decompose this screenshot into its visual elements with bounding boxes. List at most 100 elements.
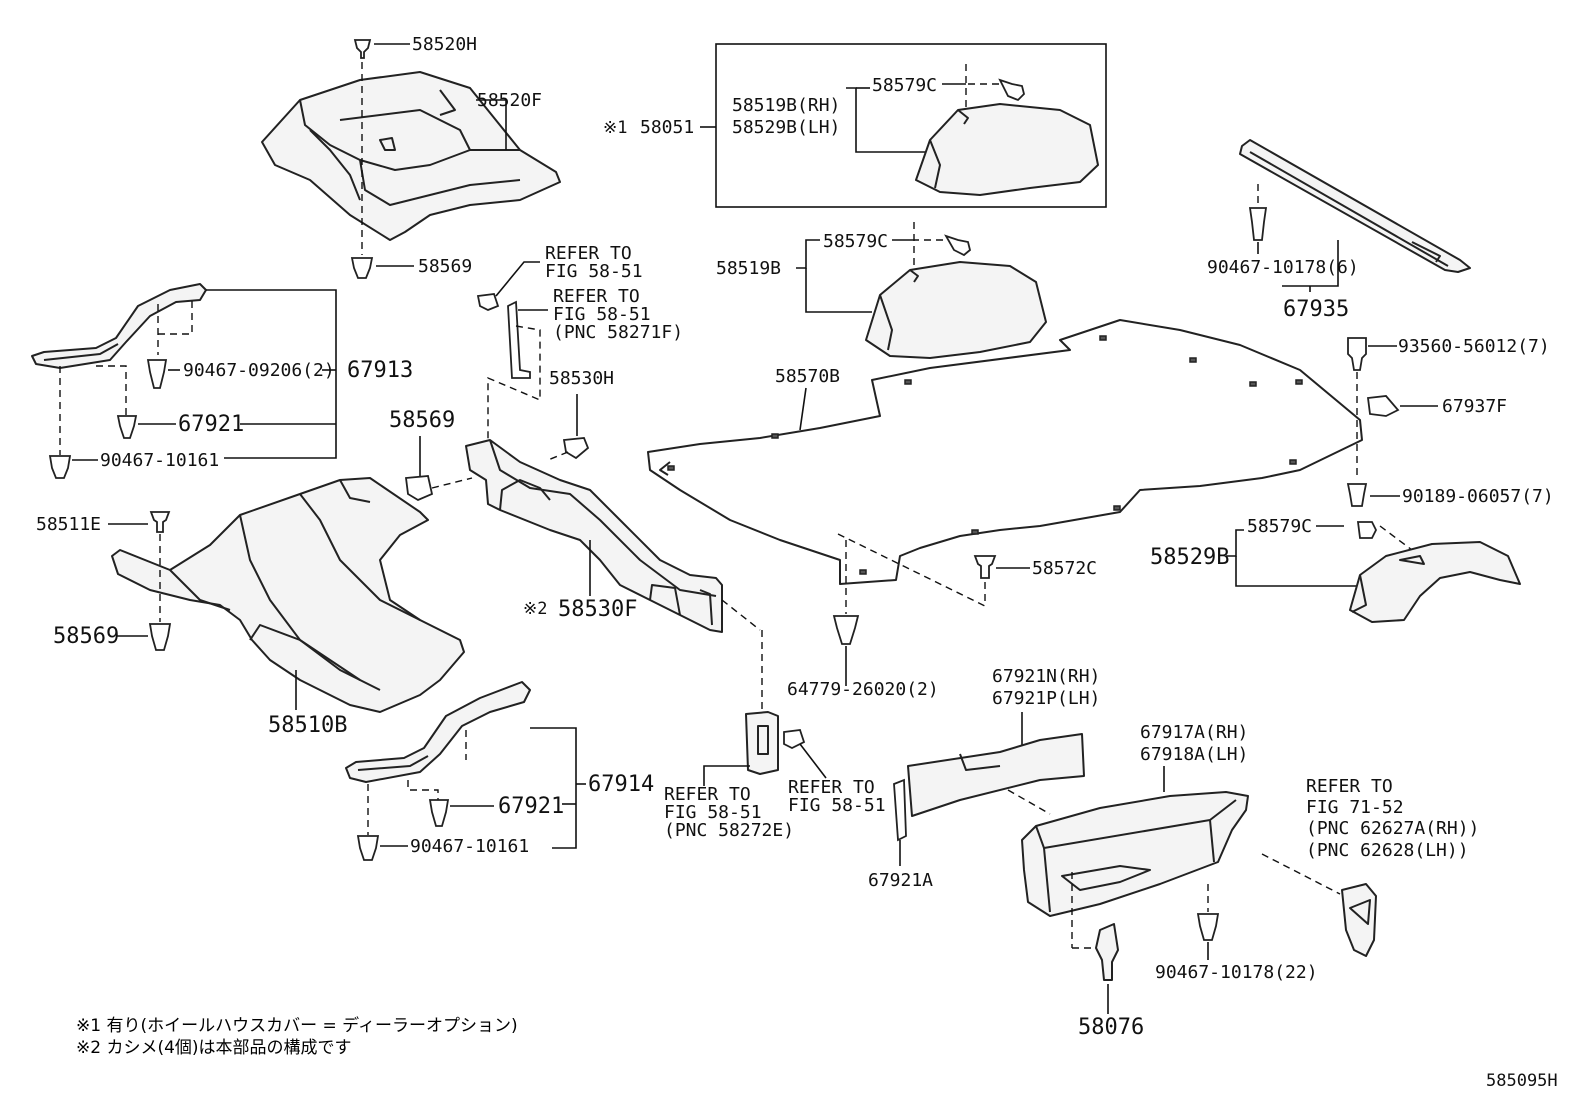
label-58520H: 58520H [412, 34, 477, 55]
clip-90467-10161-a-icon [48, 455, 72, 479]
clip-ref-bottom-icon [783, 729, 806, 750]
wheel-house-58529B [1349, 541, 1521, 623]
label-67921N-RH: 67921N(RH) [992, 666, 1100, 687]
label-67921-b: 67921 [498, 794, 564, 819]
mark-58530F: ※2 [523, 599, 547, 619]
tunnel-insulator-58530F [465, 439, 723, 633]
label-58519B: 58519B [716, 258, 781, 279]
wheel-house-cover-kit-box [715, 43, 1107, 208]
wheel-house-cover-boxed [915, 103, 1099, 196]
label-90467-10161-b: 90467-10161 [410, 836, 529, 857]
label-67937F: 67937F [1442, 396, 1507, 417]
ref-a-line2: FIG 58-51 [545, 261, 643, 282]
label-58569-top: 58569 [418, 256, 472, 277]
ref-a-line1: REFER TO [545, 243, 632, 264]
ref-b-line2: FIG 58-51 [553, 304, 651, 325]
label-58572C: 58572C [1032, 558, 1097, 579]
ref-e-line2: FIG 71-52 [1306, 797, 1404, 818]
label-58051: 58051 [640, 117, 694, 138]
clip-90467-10178-bottom-icon [1196, 913, 1220, 941]
mark-58051: ※1 [603, 118, 627, 138]
label-90189-06057: 90189-06057(7) [1402, 486, 1554, 507]
clip-67921-a-icon [116, 415, 138, 439]
label-90467-09206: 90467-09206(2) [183, 360, 335, 381]
ref-e-line4: (PNC 62628(LH)) [1306, 840, 1469, 861]
clip-58572C-icon [973, 555, 997, 579]
screw-58579C-box-icon [998, 78, 1025, 102]
ref-d-line1: REFER TO [788, 777, 875, 798]
label-58579C-mid: 58579C [823, 231, 888, 252]
ref-c-line2: FIG 58-51 [664, 802, 762, 823]
clip-ref-fig-58-51-icon [476, 293, 500, 311]
clip-67921-b-icon [428, 799, 450, 827]
floor-panel-58570B [647, 319, 1363, 585]
label-90467-10161-a: 90467-10161 [100, 450, 219, 471]
rear-floor-carpet-58520F [261, 71, 561, 241]
wheel-house-58519B [865, 261, 1047, 359]
clip-90467-10178-top-icon [1248, 207, 1268, 241]
trim-67921A [893, 778, 907, 842]
ref-fig-58-51-a: REFER TO FIG 58-51 [545, 243, 643, 282]
ref-e-line3: (PNC 62627A(RH)) [1306, 818, 1479, 839]
ref-b-line1: REFER TO [553, 286, 640, 307]
clip-58569-left-icon [148, 623, 172, 651]
ref-fig-71-52: REFER TO FIG 71-52 (PNC 62627A(RH)) (PNC… [1306, 776, 1479, 861]
clip-90467-09206-icon [146, 359, 168, 389]
scuff-plate-67935 [1239, 139, 1471, 273]
label-93560-56012: 93560-56012(7) [1398, 336, 1550, 357]
label-58530H: 58530H [549, 368, 614, 389]
bracket-ref-bottom [745, 711, 779, 775]
label-58519B-RH: 58519B(RH) [732, 95, 840, 116]
ref-e-line1: REFER TO [1306, 776, 1393, 797]
label-67935: 67935 [1283, 297, 1349, 322]
clip-58520H-icon [353, 39, 372, 59]
label-67918A-LH: 67918A(LH) [1140, 744, 1248, 765]
label-67913: 67913 [347, 358, 413, 383]
screw-58579C-mid-icon [944, 234, 972, 257]
label-58579C-box: 58579C [872, 75, 937, 96]
label-58570B: 58570B [775, 366, 840, 387]
label-67921A: 67921A [868, 870, 933, 891]
clip-58511E-icon [149, 511, 171, 533]
label-64779-26020: 64779-26020(2) [787, 679, 939, 700]
ref-c-line3: (PNC 58272E) [664, 820, 794, 841]
ref-c-line1: REFER TO [664, 784, 751, 805]
label-67917A-RH: 67917A(RH) [1140, 722, 1248, 743]
label-58569-mid: 58569 [389, 408, 455, 433]
clip-58569-top-icon [350, 257, 374, 279]
label-90467-10178-6: 90467-10178(6) [1207, 257, 1359, 278]
label-58529B: 58529B [1150, 545, 1229, 570]
label-67921-a: 67921 [178, 412, 244, 437]
ref-b-line3: (PNC 58271F) [553, 322, 683, 343]
label-58529B-LH: 58529B(LH) [732, 117, 840, 138]
deck-tray-67917A [1021, 791, 1249, 917]
scuff-plate-67914 [345, 681, 531, 783]
ref-fig-58-51-b: REFER TO FIG 58-51 (PNC 58271F) [553, 286, 683, 343]
ref-fig-58-51-c: REFER TO FIG 58-51 (PNC 58272E) [664, 784, 794, 841]
clip-90467-10161-b-icon [356, 835, 380, 861]
screw-58579C-right-icon [1356, 521, 1378, 539]
front-floor-carpet-58510B [111, 477, 465, 713]
label-67914: 67914 [588, 772, 654, 797]
figure-id: 585095H [1486, 1071, 1558, 1091]
label-67921P-LH: 67921P(LH) [992, 688, 1100, 709]
clip-67937F-icon [1366, 395, 1400, 417]
note-2: ※2 カシメ(4個)は本部品の構成です [76, 1038, 352, 1058]
label-90467-10178-22: 90467-10178(22) [1155, 962, 1318, 983]
bracket-ref-top [507, 300, 531, 379]
note-1: ※1 有り(ホイールハウスカバー = ディーラーオプション) [76, 1015, 518, 1036]
trim-ref-fig-71-52 [1341, 883, 1377, 957]
label-58076: 58076 [1078, 1015, 1144, 1040]
clip-58569-mid-icon [404, 475, 434, 502]
scuff-plate-67921N [907, 733, 1085, 817]
label-58579C-right: 58579C [1247, 516, 1312, 537]
ref-fig-58-51-d: REFER TO FIG 58-51 [788, 777, 886, 816]
label-58511E: 58511E [36, 514, 101, 535]
label-58569-left: 58569 [53, 624, 119, 649]
label-58530F: 58530F [558, 597, 637, 622]
clip-90189-06057-icon [1346, 483, 1368, 507]
bracket-58076 [1095, 923, 1119, 981]
screw-93560-56012-icon [1347, 337, 1367, 371]
label-58520F: 58520F [477, 90, 542, 111]
